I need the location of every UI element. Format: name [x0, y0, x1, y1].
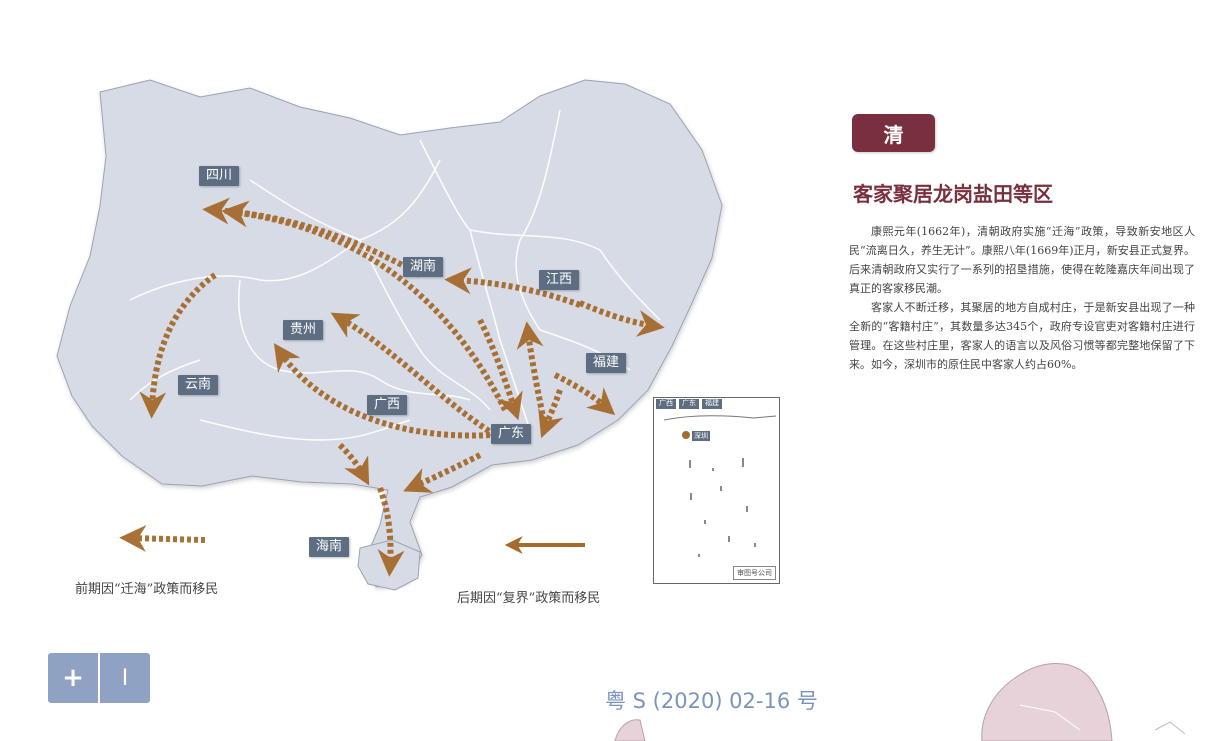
- province-borders: [129, 109, 661, 441]
- province-label-sichuan: 四川: [199, 166, 240, 186]
- arrow-jiangxi-to-fujian: [578, 300, 665, 337]
- zoom-out-button[interactable]: I: [100, 653, 150, 703]
- arrow-guangdong-to-fujian: [553, 372, 616, 416]
- arrow-legend-early: [119, 524, 206, 552]
- migration-arrows: [119, 197, 665, 577]
- legend-late-text: 后期因“复界”政策而移民: [457, 591, 601, 606]
- partial-map-preview: [981, 663, 1186, 741]
- province-label-hainan: 海南: [309, 537, 350, 557]
- province-label-guangdong: 广东: [491, 424, 532, 444]
- inset-footer: 审图号公司: [733, 566, 776, 580]
- inset-islands: [663, 415, 777, 557]
- arrow-guangdong-to-guizhou: [330, 312, 497, 438]
- zoom-controls: + I: [48, 653, 150, 703]
- arrow-fujian-to-guangdong: [538, 389, 564, 439]
- inset-map: 广西 广东 福建 深圳 审图号公司: [653, 397, 780, 584]
- inset-label-fujian: 福建: [702, 399, 722, 409]
- zoom-in-button[interactable]: +: [48, 653, 98, 703]
- arrow-hunan-to-guangdong: [477, 318, 523, 421]
- era-badge: 清: [852, 114, 935, 152]
- inset-label-guangxi: 广西: [656, 399, 676, 409]
- panel-paragraph-1: 康熙元年(1662年)，清朝政府实施“迁海”政策，导致新安地区人民“流离日久，养…: [849, 225, 1195, 295]
- arrow-jiangxi-to-hunan: [444, 267, 582, 308]
- inset-city-label: 深圳: [692, 431, 710, 441]
- province-label-jiangxi: 江西: [539, 270, 580, 290]
- arrow-guangxi-to-coast: [337, 442, 370, 486]
- inset-header: 广西 广东 福建: [654, 398, 779, 410]
- province-label-fujian: 福建: [586, 353, 627, 373]
- province-label-guangxi: 广西: [367, 395, 408, 415]
- inset-label-guangdong: 广东: [679, 399, 699, 409]
- province-label-guizhou: 贵州: [283, 320, 324, 340]
- panel-body: 康熙元年(1662年)，清朝政府实施“迁海”政策，导致新安地区人民“流离日久，养…: [849, 222, 1195, 374]
- partial-map-fragment: [614, 719, 646, 741]
- arrow-to-hainan: [377, 486, 405, 577]
- map-approval-number: 粤 S (2020) 02-16 号: [605, 689, 818, 713]
- arrow-guangdong-to-west: [403, 452, 482, 493]
- panel-paragraph-2: 客家人不断迁移，其聚居的地方自成村庄，于是新安县出现了一种全新的“客籍村庄”，其…: [849, 301, 1195, 371]
- arrow-to-yunnan: [139, 272, 217, 419]
- province-label-hunan: 湖南: [403, 257, 444, 277]
- legend-early-text: 前期因“迁海”政策而移民: [75, 582, 219, 597]
- panel-title: 客家聚居龙岗盐田等区: [853, 182, 1053, 206]
- arrow-guangdong-to-sichuan: [221, 200, 508, 412]
- province-label-yunnan: 云南: [178, 375, 219, 395]
